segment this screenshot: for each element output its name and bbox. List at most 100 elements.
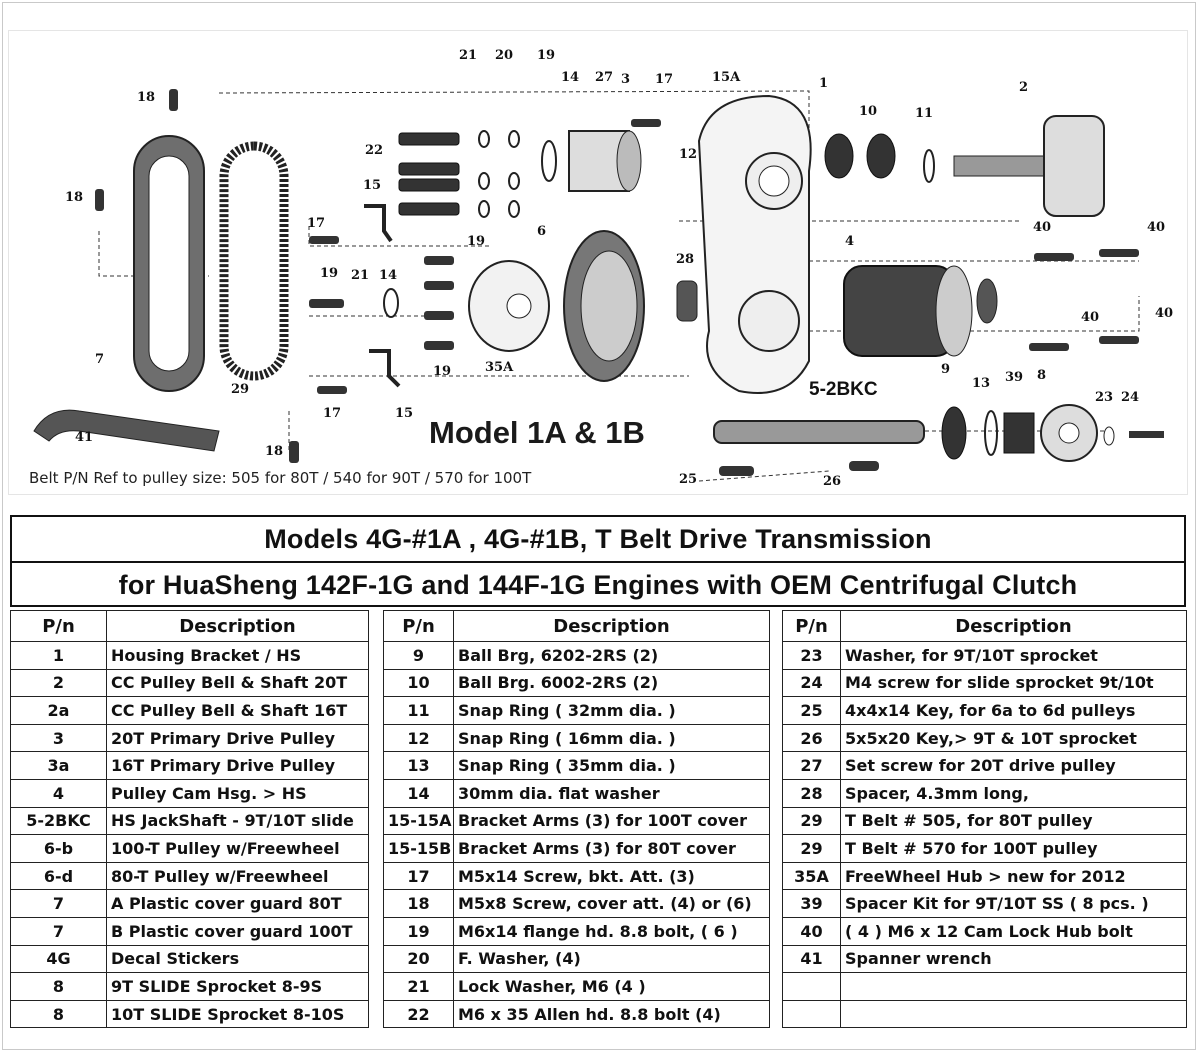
- callout-label: 15A: [712, 70, 741, 85]
- pn-header: P/n: [10, 610, 107, 642]
- part-number-cell: 6-b: [10, 834, 107, 863]
- callout-label: 40: [1081, 310, 1100, 325]
- callout-label: 39: [1005, 370, 1024, 385]
- part-description-cell: 9T SLIDE Sprocket 8-9S: [106, 972, 369, 1001]
- part-description-cell: FreeWheel Hub > new for 2012: [840, 861, 1187, 891]
- part-description-cell: 20T Primary Drive Pulley: [106, 723, 369, 753]
- part-description-cell: Bracket Arms (3) for 80T cover: [453, 834, 770, 863]
- part-number-cell: 23: [782, 641, 841, 670]
- callout-label: 26: [823, 474, 842, 489]
- part-number-cell: 18: [383, 889, 454, 918]
- part-description-cell: CC Pulley Bell & Shaft 20T: [106, 668, 369, 698]
- callout-label: 41: [75, 430, 94, 445]
- part-description-cell: CC Pulley Bell & Shaft 16T: [106, 696, 369, 725]
- callout-label: 10: [859, 104, 878, 119]
- part-description-cell: [840, 999, 1187, 1029]
- title-line-2: for HuaSheng 142F-1G and 144F-1G Engines…: [12, 561, 1184, 607]
- diagram-drawing: [33, 89, 1164, 482]
- part-number-cell: 12: [383, 723, 454, 753]
- callout-label: 9: [941, 362, 951, 377]
- description-header: Description: [840, 610, 1187, 642]
- part-number-cell: 11: [383, 696, 454, 725]
- part-description-cell: 4x4x14 Key, for 6a to 6d pulleys: [840, 696, 1187, 725]
- callout-label: 21: [351, 268, 370, 283]
- callout-label: 17: [655, 72, 674, 87]
- callout-label: 21: [459, 48, 478, 63]
- part-description-cell: 80-T Pulley w/Freewheel: [106, 861, 369, 891]
- pn-header: P/n: [782, 610, 841, 642]
- part-number-cell: 7: [10, 916, 107, 946]
- part-number-cell: 3a: [10, 751, 107, 780]
- callout-label: 8: [1037, 368, 1047, 383]
- callout-label: 29: [231, 382, 250, 397]
- part-description-cell: 5x5x20 Key,> 9T & 10T sprocket: [840, 723, 1187, 753]
- part-description-cell: M4 screw for slide sprocket 9t/10t: [840, 668, 1187, 698]
- callout-label: 24: [1121, 390, 1140, 405]
- part-description-cell: Housing Bracket / HS: [106, 641, 369, 670]
- part-number-cell: 2: [10, 668, 107, 698]
- callout-label: 19: [467, 234, 486, 249]
- part-number-cell: 9: [383, 641, 454, 670]
- part-description-cell: Spacer Kit for 9T/10T SS ( 8 pcs. ): [840, 889, 1187, 918]
- part-number-cell: 21: [383, 972, 454, 1001]
- part-description-cell: M5x8 Screw, cover att. (4) or (6): [453, 889, 770, 918]
- part-description-cell: ( 4 ) M6 x 12 Cam Lock Hub bolt: [840, 916, 1187, 946]
- callout-label: 6: [537, 224, 547, 239]
- part-number-cell: [782, 972, 841, 1001]
- part-number-cell: 24: [782, 668, 841, 698]
- callout-label: 22: [365, 143, 384, 158]
- callout-label: 12: [679, 147, 698, 162]
- callout-label: 28: [676, 252, 695, 267]
- part-description-cell: T Belt # 570 for 100T pulley: [840, 834, 1187, 863]
- part-number-cell: 7: [10, 889, 107, 918]
- callout-label: 18: [137, 90, 156, 105]
- callout-label: 15: [363, 178, 382, 193]
- description-header: Description: [106, 610, 369, 642]
- part-description-cell: M5x14 Screw, bkt. Att. (3): [453, 861, 770, 891]
- model-label: Model 1A & 1B: [429, 415, 645, 450]
- callout-label: 40: [1147, 220, 1166, 235]
- table-row: 8 9T SLIDE Sprocket 8-9S: [10, 972, 369, 1001]
- part-number-cell: 4: [10, 778, 107, 808]
- callout-label: 2: [1019, 80, 1029, 95]
- part-description-cell: T Belt # 505, for 80T pulley: [840, 806, 1187, 836]
- shaft-label: 5-2BKC: [809, 379, 878, 400]
- callout-label: 40: [1155, 306, 1174, 321]
- part-description-cell: 16T Primary Drive Pulley: [106, 751, 369, 780]
- part-number-cell: 8: [10, 972, 107, 1001]
- part-description-cell: Snap Ring ( 35mm dia. ): [453, 751, 770, 780]
- part-description-cell: Lock Washer, M6 (4 ): [453, 972, 770, 1001]
- part-description-cell: B Plastic cover guard 100T: [106, 916, 369, 946]
- part-number-cell: 20: [383, 944, 454, 974]
- jackshaft: [713, 420, 925, 444]
- callout-label: 17: [323, 406, 342, 421]
- part-number-cell: 15-15A: [383, 806, 454, 836]
- part-number-cell: 27: [782, 751, 841, 780]
- part-number-cell: 3: [10, 723, 107, 753]
- callout-label: 19: [433, 364, 452, 379]
- part-number-cell: 41: [782, 944, 841, 974]
- part-description-cell: Snap Ring ( 16mm dia. ): [453, 723, 770, 753]
- callout-label: 19: [320, 266, 339, 281]
- callout-label: 27: [595, 70, 614, 85]
